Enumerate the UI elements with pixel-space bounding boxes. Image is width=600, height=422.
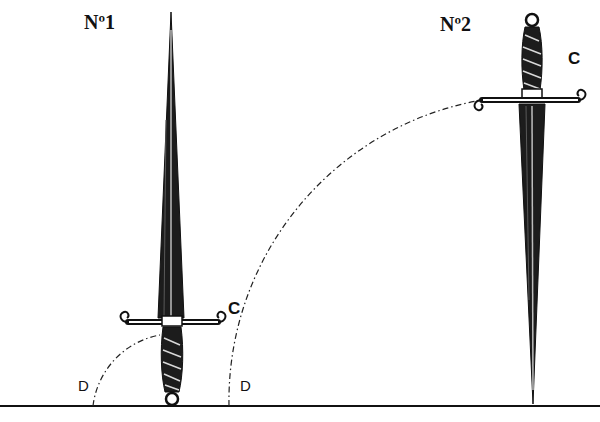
part-letter: C <box>568 50 580 67</box>
point-letter: D <box>240 378 251 393</box>
point-letter: D <box>78 378 89 393</box>
part-letter: C <box>228 300 240 317</box>
sword-inverted <box>475 14 586 404</box>
swing-arc <box>229 100 482 406</box>
swing-arc <box>93 335 160 406</box>
figure-number: Nº2 <box>440 14 471 34</box>
sword-upright <box>121 12 226 405</box>
ground-line <box>0 405 600 407</box>
figure-number: Nº1 <box>84 12 115 32</box>
